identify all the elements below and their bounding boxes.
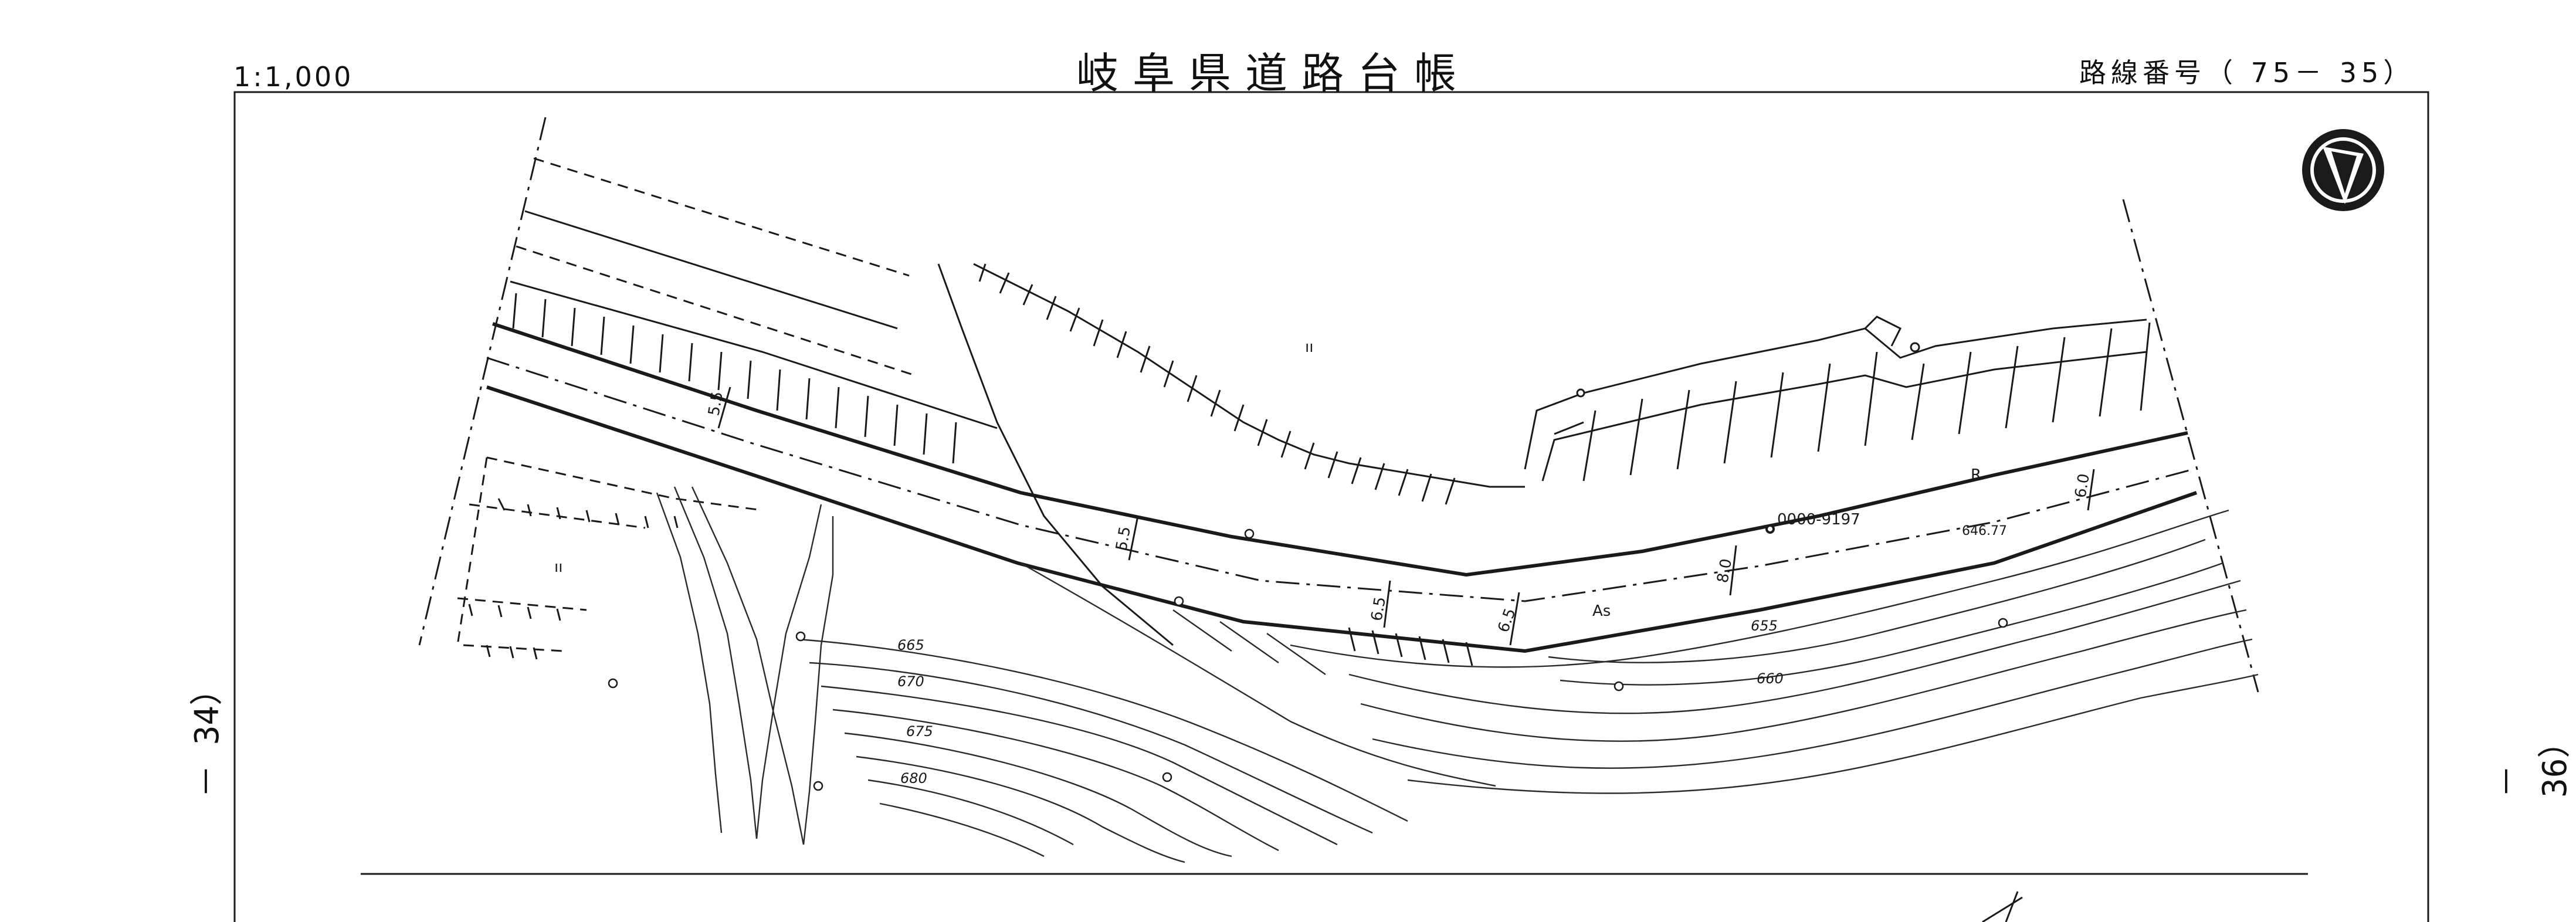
retaining-wall-label: R xyxy=(1971,466,1981,484)
road-edge-south xyxy=(486,385,2197,653)
field-mark-2: ıı xyxy=(554,558,562,576)
width-label-3: 6.5 xyxy=(1368,595,1389,622)
route-number: 路線番号（ 75－ 35） xyxy=(2079,57,2415,89)
width-label-5: 8.0 xyxy=(1714,557,1736,584)
road-ledger-map: 0000-9197 646.77 As R 5.5 5.5 6.5 6.5 8.… xyxy=(233,91,2429,922)
bank-north-1 xyxy=(510,280,998,429)
bank-north-3 xyxy=(524,210,898,330)
contour-label-680: 680 xyxy=(900,770,927,787)
boundary-right xyxy=(2122,199,2259,693)
contour-label-655: 655 xyxy=(1751,618,1778,634)
contour-label-675: 675 xyxy=(906,723,933,740)
boundary-left xyxy=(418,117,547,646)
bank-north-4 xyxy=(533,157,910,277)
width-label-2: 5.5 xyxy=(1113,525,1134,552)
wall-ticks-west xyxy=(468,498,679,660)
elevation-label: 646.77 xyxy=(1962,524,2007,538)
width-label-1: 5.5 xyxy=(705,390,727,417)
north-arrow-icon xyxy=(2302,129,2384,211)
sheet-frame xyxy=(233,91,2429,922)
contour-label-665: 665 xyxy=(897,637,924,653)
road-edge-north xyxy=(492,322,2188,577)
spot-markers xyxy=(608,528,2008,791)
width-label-6: 6.0 xyxy=(2072,472,2093,499)
slope-hatch-north xyxy=(512,263,1525,646)
contour-label-660: 660 xyxy=(1757,670,1784,687)
structures-northeast xyxy=(1524,316,2151,482)
map-scale: 1:1,000 xyxy=(233,61,354,93)
benchmark-label: 0000-9197 xyxy=(1777,511,1860,528)
slope-hatch-south xyxy=(1348,627,1473,666)
structures-west xyxy=(456,456,763,652)
map-title: 岐阜県道路台帳 xyxy=(1076,49,1471,98)
contour-lines xyxy=(656,486,2259,863)
width-dimensions xyxy=(717,387,2095,646)
surface-label: As xyxy=(1592,602,1611,620)
bank-north-2 xyxy=(516,245,916,377)
partial-line-bottom xyxy=(1982,891,2023,922)
contour-label-670: 670 xyxy=(897,673,924,690)
road-centerline xyxy=(486,357,2194,602)
field-mark-1: ıı xyxy=(1305,338,1313,356)
benchmark-marker xyxy=(1765,524,1775,534)
